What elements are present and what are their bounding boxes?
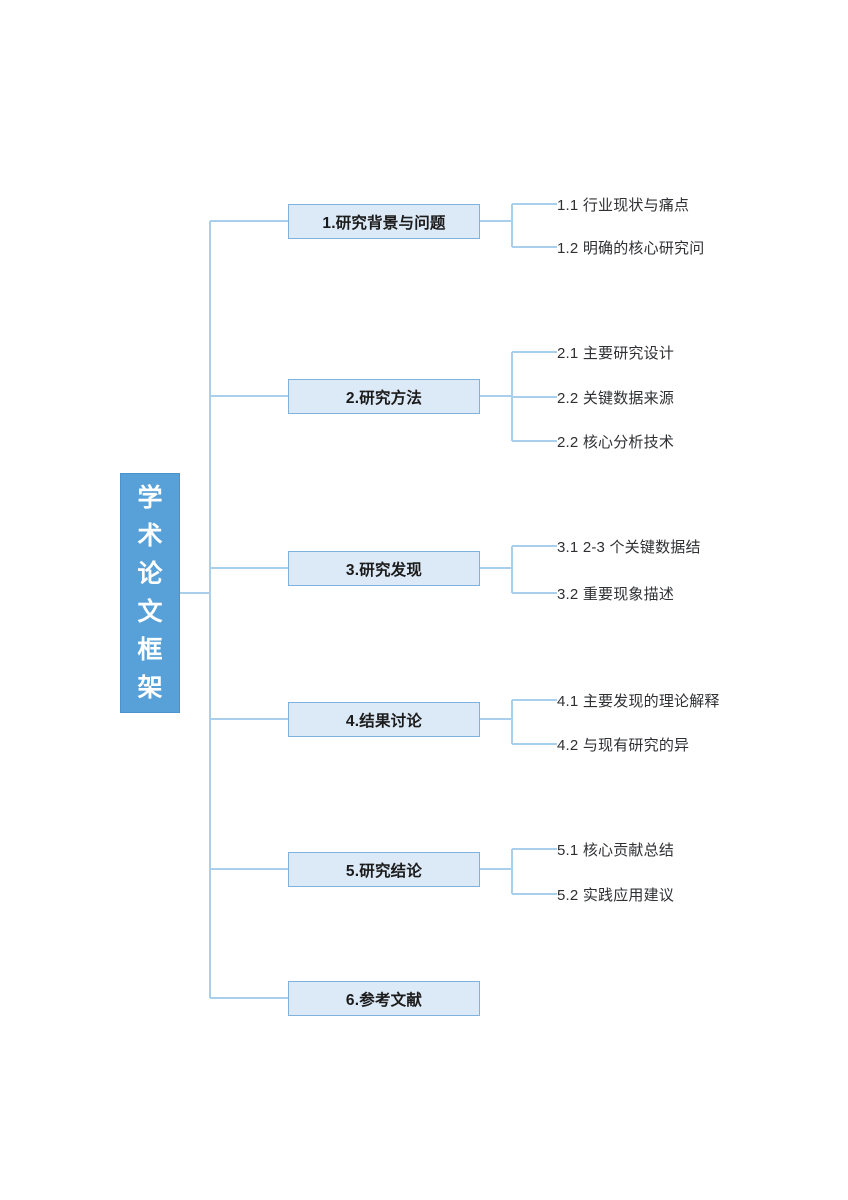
leaf-item-5-1-label: 5.1 核心贡献总结 <box>557 841 675 859</box>
leaf-item-4-2[interactable]: 4.2 与现有研究的异 <box>557 733 689 755</box>
leaf-item-1-2-label: 1.2 明确的核心研究问 <box>557 239 705 257</box>
branch-node-1[interactable]: 1.研究背景与问题 <box>288 204 480 239</box>
branch-node-4[interactable]: 4.结果讨论 <box>288 702 480 737</box>
leaf-item-3-1-label: 3.1 2-3 个关键数据结 <box>557 538 701 556</box>
leaf-item-4-2-label: 4.2 与现有研究的异 <box>557 736 690 754</box>
branch-node-3-label: 3.研究发现 <box>345 561 423 579</box>
branch-node-2-label: 2.研究方法 <box>345 389 423 407</box>
leaf-item-5-2[interactable]: 5.2 实践应用建议 <box>557 883 674 905</box>
leaf-item-3-2[interactable]: 3.2 重要现象描述 <box>557 582 674 604</box>
root-node-label: 学术论文框架 <box>137 484 163 702</box>
leaf-item-3-1[interactable]: 3.1 2-3 个关键数据结 <box>557 535 701 557</box>
leaf-item-2-1[interactable]: 2.1 主要研究设计 <box>557 341 674 363</box>
branch-node-5[interactable]: 5.研究结论 <box>288 852 480 887</box>
branch-node-5-label: 5.研究结论 <box>345 862 423 880</box>
branch-node-2[interactable]: 2.研究方法 <box>288 379 480 414</box>
branch-node-3[interactable]: 3.研究发现 <box>288 551 480 586</box>
leaf-item-4-1[interactable]: 4.1 主要发现的理论解释 <box>557 689 720 711</box>
leaf-item-4-1-label: 4.1 主要发现的理论解释 <box>557 692 720 710</box>
leaf-item-1-1[interactable]: 1.1 行业现状与痛点 <box>557 193 689 215</box>
leaf-item-1-1-label: 1.1 行业现状与痛点 <box>557 196 690 214</box>
leaf-item-2-1-label: 2.1 主要研究设计 <box>557 344 675 362</box>
branch-node-6-label: 6.参考文献 <box>345 991 423 1009</box>
leaf-item-3-2-label: 3.2 重要现象描述 <box>557 585 675 603</box>
branch-node-4-label: 4.结果讨论 <box>345 712 423 730</box>
leaf-item-2-2[interactable]: 2.2 关键数据来源 <box>557 386 674 408</box>
branch-node-1-label: 1.研究背景与问题 <box>322 214 446 232</box>
leaf-item-5-1[interactable]: 5.1 核心贡献总结 <box>557 838 674 860</box>
leaf-item-5-2-label: 5.2 实践应用建议 <box>557 886 675 904</box>
branch-node-6[interactable]: 6.参考文献 <box>288 981 480 1016</box>
leaf-item-1-2[interactable]: 1.2 明确的核心研究问 <box>557 236 704 258</box>
leaf-item-2-3-label: 2.2 核心分析技术 <box>557 433 675 451</box>
root-node[interactable]: 学术论文框架 <box>120 473 180 713</box>
leaf-item-2-2-label: 2.2 关键数据来源 <box>557 389 675 407</box>
leaf-item-2-3[interactable]: 2.2 核心分析技术 <box>557 430 674 452</box>
